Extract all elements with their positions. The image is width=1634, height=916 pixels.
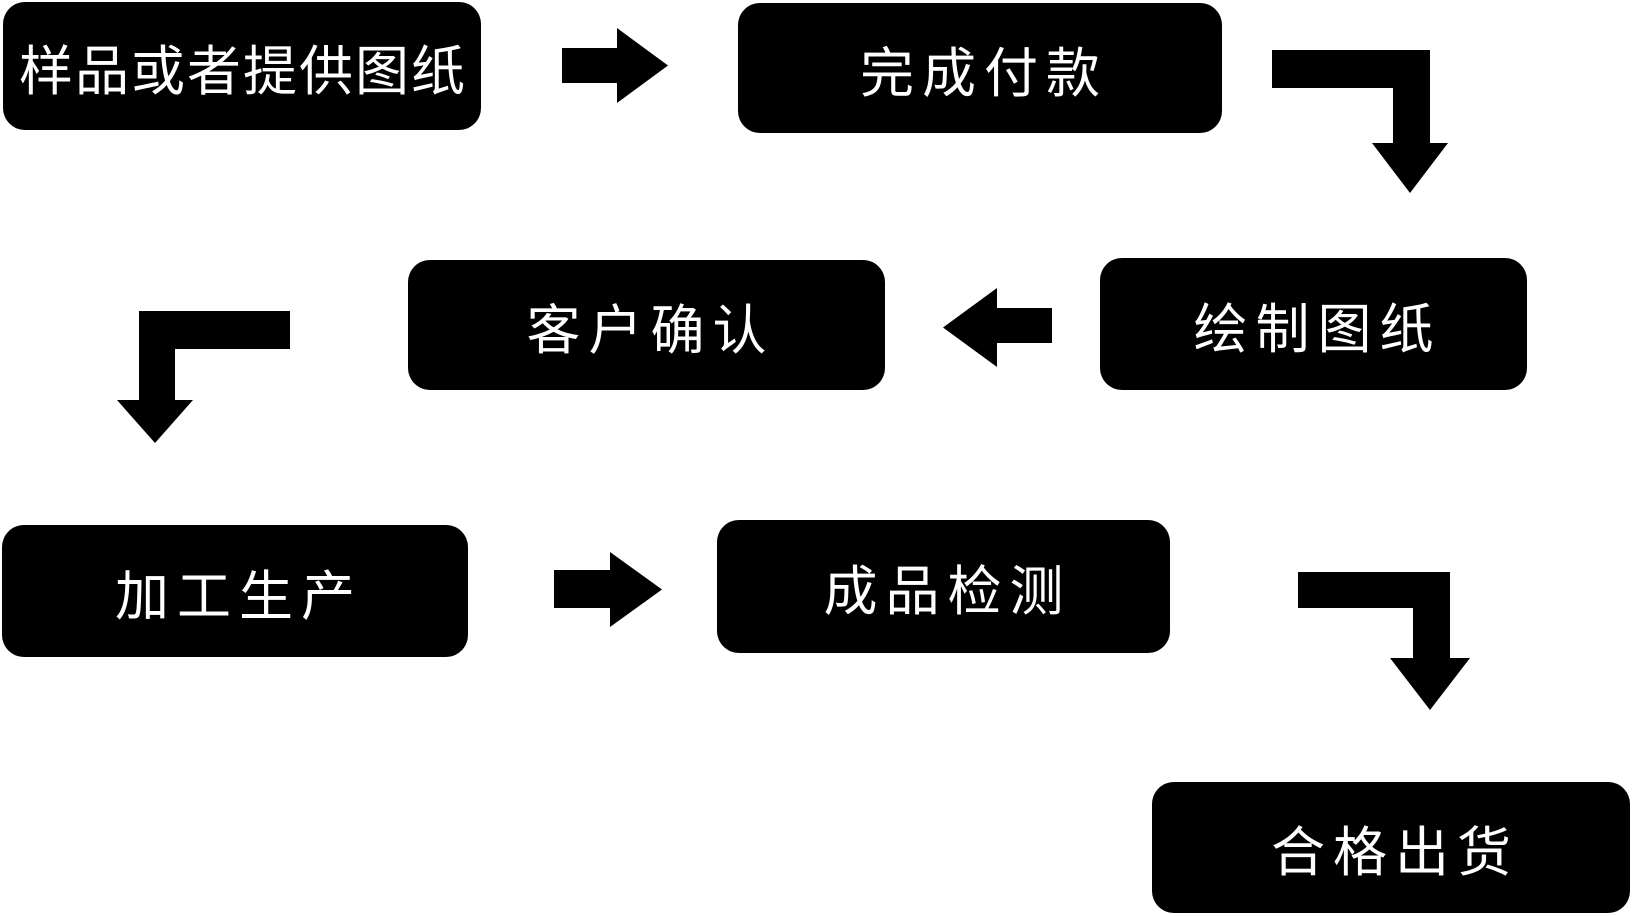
- flow-node-label: 绘制图纸: [1193, 297, 1442, 361]
- flow-node-finished-product-inspection: 成品检测: [717, 520, 1170, 653]
- flow-node-label: 客户确认: [526, 298, 775, 362]
- flow-node-label: 成品检测: [823, 560, 1072, 623]
- flow-node-label: 完成付款: [860, 41, 1108, 105]
- flow-node-label: 合格出货: [1271, 821, 1519, 884]
- flow-node-qualified-shipment: 合格出货: [1152, 782, 1630, 913]
- arrow-left-drawing-to-confirmation-icon: [943, 288, 1052, 367]
- flow-node-draw-drawings: 绘制图纸: [1100, 258, 1527, 390]
- arrow-elbow-payment-to-drawing-icon: [1272, 50, 1448, 193]
- arrow-elbow-inspection-to-shipment-icon: [1298, 572, 1470, 710]
- arrow-right-sample-to-payment-icon: [562, 28, 668, 103]
- flow-node-label: 样品或者提供图纸: [19, 39, 467, 103]
- flow-node-customer-confirmation: 客户确认: [408, 260, 885, 390]
- arrow-right-production-to-inspection-icon: [554, 552, 662, 627]
- flow-node-complete-payment: 完成付款: [738, 3, 1222, 133]
- flow-node-sample-or-drawings: 样品或者提供图纸: [3, 2, 481, 130]
- arrow-elbow-confirmation-to-production-icon: [117, 311, 290, 443]
- flow-node-processing-production: 加工生产: [2, 525, 468, 657]
- flow-node-label: 加工生产: [115, 564, 363, 628]
